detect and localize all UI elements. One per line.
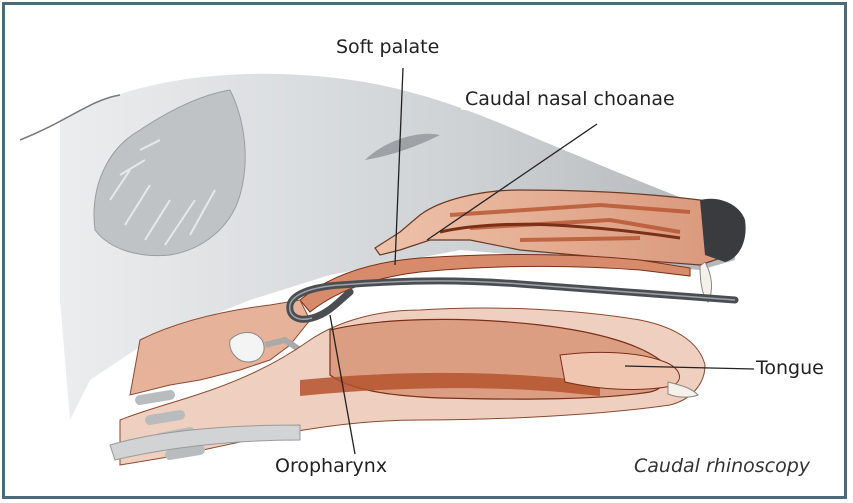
caudal-nasal-choanae-label: Caudal nasal choanae xyxy=(461,88,679,110)
oropharynx-label: Oropharynx xyxy=(271,455,391,477)
soft-palate-label: Soft palate xyxy=(332,36,443,58)
tongue-label: Tongue xyxy=(752,357,828,379)
nose xyxy=(700,199,746,262)
figure-caption: Caudal rhinoscopy xyxy=(634,455,810,477)
